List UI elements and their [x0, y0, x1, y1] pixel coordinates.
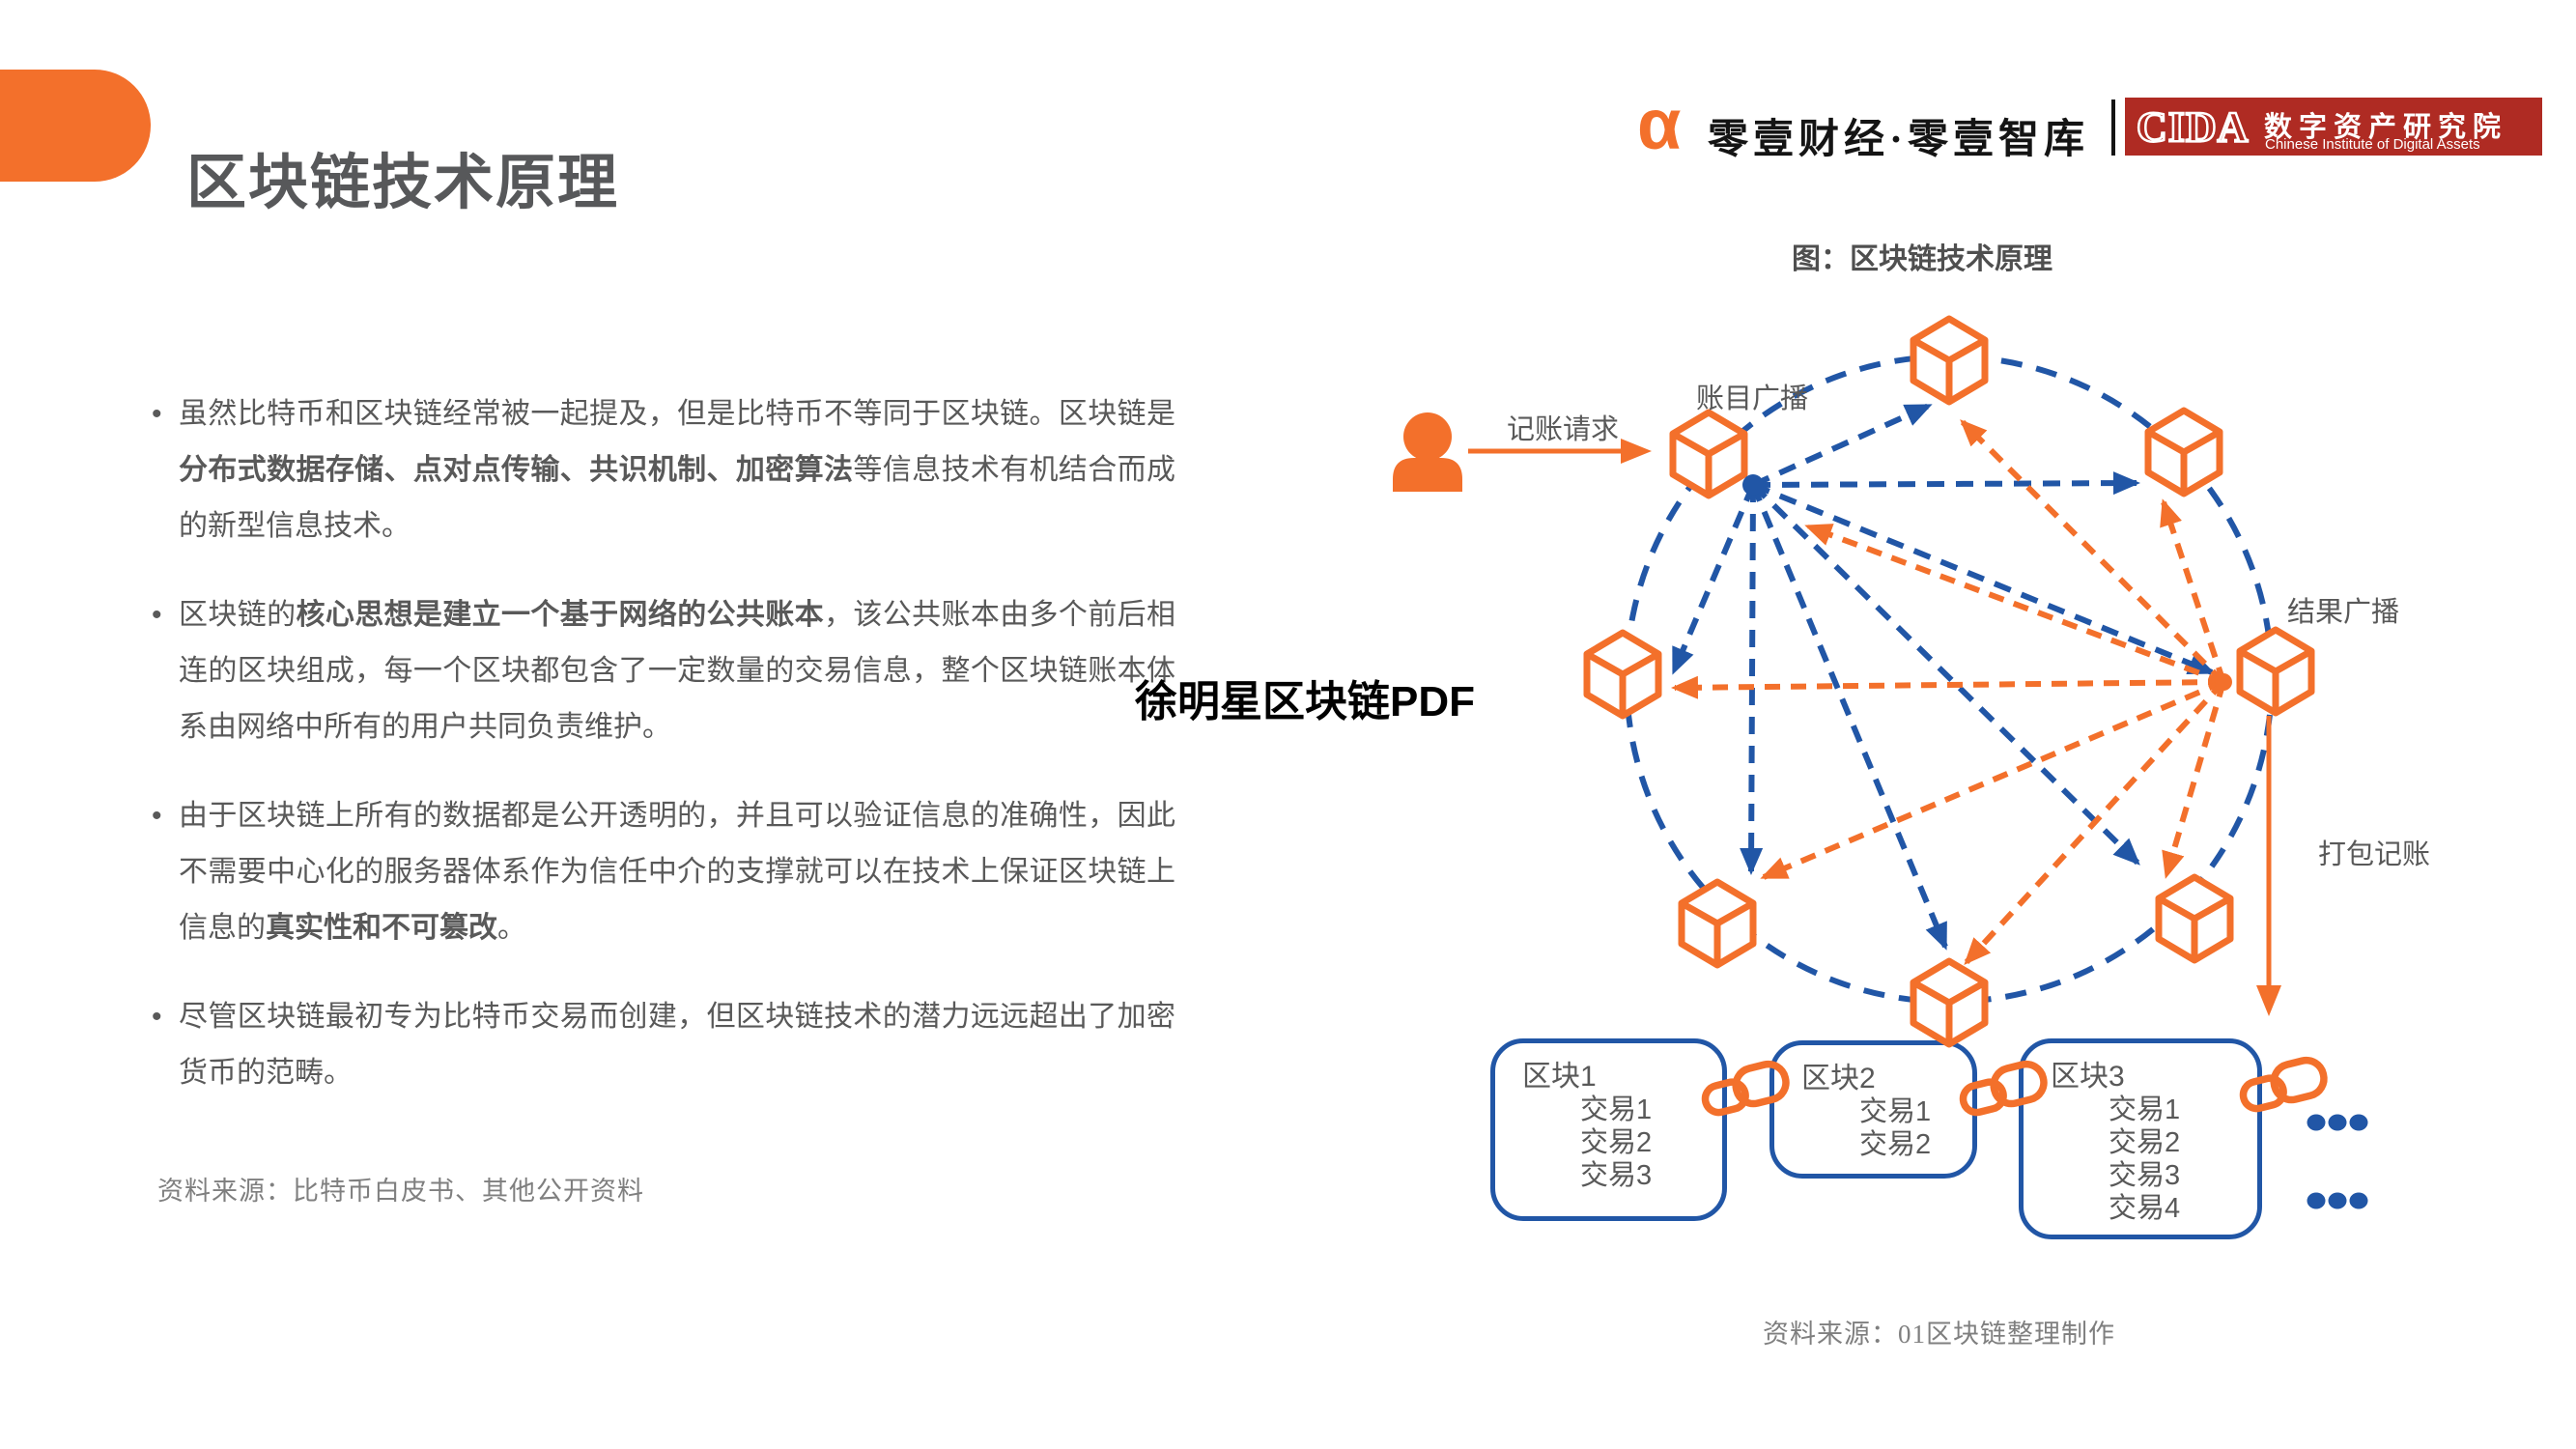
transaction-label: 交易1	[2109, 1094, 2181, 1125]
bullet-text-bold: 分布式数据存储、点对点传输、共识机制、加密算法	[179, 454, 854, 486]
ledger-broadcast-arrow	[1751, 482, 2216, 675]
title-accent-pill	[0, 70, 151, 182]
block-label: 区块1	[1522, 1061, 1597, 1093]
bullet-text: 尽管区块链最初专为比特币交易而创建，但区块链技术的潜力远远超出了加密货币的范畴。	[179, 1001, 1175, 1089]
ledger-broadcast-arrow	[1740, 484, 1764, 875]
ellipsis-dot	[2349, 1114, 2368, 1131]
ellipsis-dot	[2307, 1114, 2326, 1131]
person-body	[1393, 458, 1462, 492]
bullet-item: • 由于区块链上所有的数据都是公开透明的，并且可以验证信息的准确性，因此不需要中心…	[152, 788, 1175, 956]
bullet-item: • 区块链的核心思想是建立一个基于网络的公共账本，该公共账本由多个前后相连的区块组…	[152, 587, 1175, 755]
bullet-dot-icon: •	[152, 800, 162, 832]
block-label: 区块3	[2051, 1061, 2125, 1093]
ellipsis-dot	[2328, 1114, 2347, 1131]
cube-node-edges	[1680, 899, 1755, 965]
result-broadcast-arrow	[1964, 679, 2226, 965]
ledger-broadcast-arrow	[1671, 483, 1756, 675]
bullet-item: • 尽管区块链最初专为比特币交易而创建，但区块链技术的潜力远远超出了加密货币的范畴…	[152, 989, 1175, 1101]
transaction-label: 交易1	[1859, 1096, 1932, 1127]
result-broadcast-arrow	[1804, 524, 2225, 685]
label-package-accounting: 打包记账	[2318, 839, 2431, 870]
transaction-label: 交易4	[2109, 1193, 2181, 1224]
transaction-label: 交易3	[1580, 1160, 1653, 1191]
ledger-broadcast-arrow	[1752, 471, 2140, 496]
result-broadcast-arrow	[1960, 419, 2226, 685]
cida-logo: CIDA 数字资产研究院 Chinese Institute of Digita…	[2125, 98, 2542, 156]
result-broadcast-arrow	[2162, 681, 2226, 879]
result-broadcast-arrow	[1760, 679, 2225, 880]
cube-node-edges	[1911, 979, 1987, 1044]
ellipsis-dot	[2349, 1192, 2368, 1209]
brand-divider	[2111, 99, 2115, 156]
bullet-list: • 虽然比特币和区块链经常被一起提及，但是比特币不等同于区块链。区块链是分布式数据…	[152, 386, 1175, 1134]
cida-acronym: CIDA	[2136, 102, 2250, 153]
chain-link-icon	[1701, 1060, 1790, 1117]
result-broadcast-arrow	[1671, 675, 2224, 699]
bullet-dot-icon: •	[152, 398, 162, 430]
bullet-dot-icon: •	[152, 599, 162, 631]
person-icon	[1403, 412, 1452, 461]
alpha-logo-icon: α	[1637, 84, 1682, 164]
transaction-label: 交易1	[1580, 1094, 1653, 1125]
chain-link-icon	[2239, 1056, 2328, 1113]
bullet-text-bold: 核心思想是建立一个基于网络的公共账本	[296, 599, 825, 631]
bullet-dot-icon: •	[152, 1001, 162, 1033]
bullet-text: 由于区块链上所有的数据都是公开透明的，并且可以验证信息的准确性，因此不需要中心化…	[179, 800, 1175, 944]
ledger-broadcast-arrow	[1750, 483, 1948, 951]
bullet-item: • 虽然比特币和区块链经常被一起提及，但是比特币不等同于区块链。区块链是分布式数据…	[152, 386, 1175, 554]
label-ledger-broadcast: 账目广播	[1696, 384, 1809, 414]
bullet-text: 虽然比特币和区块链经常被一起提及，但是比特币不等同于区块链。区块链是	[179, 398, 1175, 430]
label-result-broadcast: 结果广播	[2287, 597, 2400, 628]
figure-caption: 图：区块链技术原理	[1792, 243, 2052, 275]
cube-node-edges	[2146, 428, 2222, 494]
transaction-label: 交易2	[1859, 1129, 1932, 1160]
watermark-text: 徐明星区块链PDF	[1135, 678, 1475, 725]
ledger-broadcast-arrow	[1751, 403, 1933, 488]
bullet-text: 区块链的	[179, 599, 297, 631]
result-point	[2215, 673, 2232, 691]
blockchain-network-diagram	[1393, 315, 2368, 1209]
bullet-text: ，该公共账本由多个前后相连的区块组成，每一个区块都包含了一定数量的交易信息，整个…	[179, 599, 1176, 743]
transaction-label: 交易2	[1580, 1127, 1653, 1158]
bullet-text: 。	[497, 912, 526, 944]
cube-node-edges	[2157, 895, 2232, 960]
result-broadcast-arrow	[2160, 498, 2226, 683]
brand-name: 零壹财经·零壹智库	[1708, 118, 2090, 162]
hub-point	[1742, 474, 1764, 496]
cube-node-edges	[1911, 336, 1987, 402]
block-label: 区块2	[1801, 1063, 1876, 1094]
ellipsis-dot	[2307, 1192, 2326, 1209]
ellipsis-dot	[2328, 1192, 2347, 1209]
bullet-text-bold: 真实性和不可篡改	[266, 912, 497, 944]
label-accounting-request: 记账请求	[1507, 414, 1620, 445]
bullet-text: 等信息技术有机结合而成的新型信息技术。	[179, 454, 1176, 542]
source-note-right: 资料来源：01区块链整理制作	[1763, 1320, 2115, 1349]
source-note-left: 资料来源：比特币白皮书、其他公开资料	[157, 1177, 644, 1206]
cube-node-edges	[1585, 650, 1660, 716]
ledger-broadcast-arrow	[1750, 482, 2140, 866]
cida-name-en: Chinese Institute of Digital Assets	[2265, 136, 2480, 153]
cube-node-edges	[1671, 430, 1746, 496]
chain-link-icon	[1959, 1060, 2048, 1117]
cube-node-edges	[2238, 647, 2313, 713]
transaction-label: 交易3	[2109, 1160, 2181, 1191]
page-title: 区块链技术原理	[186, 149, 620, 216]
transaction-label: 交易2	[2109, 1127, 2181, 1158]
cida-name-cn: 数字资产研究院	[2264, 112, 2508, 143]
